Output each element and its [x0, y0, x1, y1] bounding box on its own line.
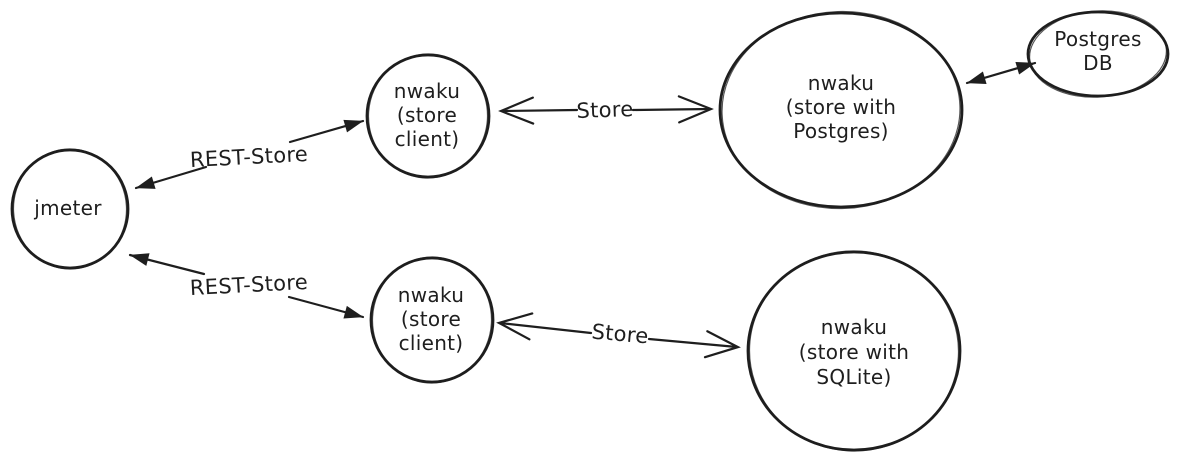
node-nwaku-store-client-bottom-shape: [369, 256, 495, 384]
edge-rest-store-top-label: REST-Store: [189, 142, 308, 172]
node-nwaku-store-client-top-label: (store: [397, 103, 457, 127]
node-nwaku-store-client-bottom-label: (store: [401, 307, 461, 331]
node-postgres-db-label: DB: [1083, 51, 1113, 75]
node-postgres-db: Postgres DB: [1026, 10, 1170, 98]
node-nwaku-store-client-top-shape: [365, 53, 491, 179]
node-nwaku-store-sqlite-label: SQLite): [816, 365, 891, 389]
node-nwaku-store-client-top-shape-sketch: [367, 53, 489, 179]
node-jmeter: jmeter: [10, 148, 130, 270]
edge-rest-store-top-line-left: [134, 165, 208, 190]
node-jmeter-shape-sketch: [12, 148, 128, 270]
node-nwaku-store-sqlite: nwaku (store with SQLite): [746, 250, 962, 452]
node-jmeter-shape: [10, 148, 130, 270]
edge-store-top-line-right: [631, 95, 714, 124]
edge-rest-store-bottom-label: REST-Store: [189, 270, 308, 300]
edge-rest-store-bottom-line-left: [128, 253, 206, 276]
edge-postgres-link-line: [965, 61, 1037, 85]
node-nwaku-store-sqlite-label: nwaku: [821, 315, 887, 339]
node-nwaku-store-client-top: nwaku (store client): [365, 53, 491, 179]
node-nwaku-store-client-top-label: nwaku: [394, 79, 460, 103]
node-nwaku-store-postgres: nwaku (store with Postgres): [718, 10, 964, 210]
node-nwaku-store-client-top-label: client): [395, 127, 460, 151]
node-nwaku-store-postgres-shape-sketch: [721, 10, 961, 210]
edge-store-top: Store: [498, 95, 714, 125]
edge-store-top-label: Store: [576, 97, 634, 123]
edge-rest-store-bottom: REST-Store: [128, 253, 365, 319]
edge-store-top-line-left: [498, 96, 579, 125]
edge-store-bottom-label: Store: [591, 320, 650, 349]
node-nwaku-store-postgres-label: (store with: [786, 95, 896, 119]
node-jmeter-label: jmeter: [33, 196, 102, 220]
node-nwaku-store-client-bottom-shape-sketch: [371, 256, 493, 384]
edge-rest-store-bottom-line-right: [287, 295, 365, 319]
edge-store-bottom-line-left: [496, 312, 593, 341]
node-nwaku-store-sqlite-label: (store with: [799, 340, 909, 364]
node-nwaku-store-postgres-label: Postgres): [793, 119, 889, 143]
node-nwaku-store-postgres-label: nwaku: [808, 71, 874, 95]
edge-store-bottom: Store: [496, 312, 741, 359]
node-nwaku-store-client-bottom: nwaku (store client): [369, 256, 495, 384]
node-nwaku-store-client-bottom-label: nwaku: [398, 283, 464, 307]
edge-rest-store-top-line-right: [288, 119, 365, 144]
node-postgres-db-label: Postgres: [1054, 27, 1141, 51]
edge-postgres-link: [965, 61, 1037, 85]
node-nwaku-store-sqlite-shape-sketch: [748, 250, 960, 452]
node-postgres-db-shape-sketch: [1029, 10, 1167, 98]
node-nwaku-store-client-bottom-label: client): [399, 331, 464, 355]
node-nwaku-store-sqlite-shape: [746, 250, 962, 452]
edge-store-bottom-line-right: [647, 330, 741, 359]
node-postgres-db-shape: [1026, 10, 1170, 98]
node-nwaku-store-postgres-shape: [718, 11, 964, 209]
edge-rest-store-top: REST-Store: [134, 119, 365, 190]
